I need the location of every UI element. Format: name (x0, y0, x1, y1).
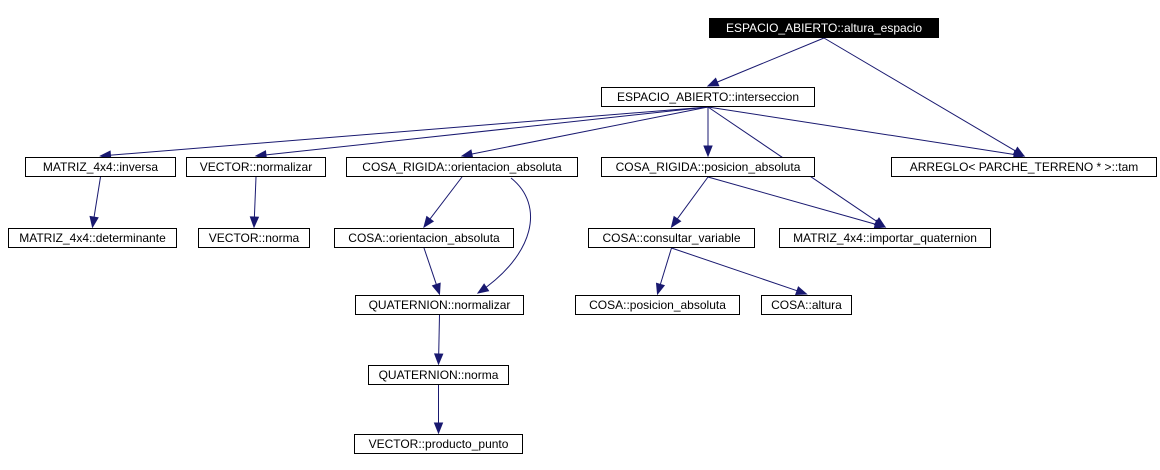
edge-matriz-inversa-to-matriz-determinante (89, 176, 101, 229)
edge-cosa-consultar-to-cosa-altura (671, 247, 808, 296)
arrowhead (431, 282, 441, 296)
edge-root-to-arreglo-tam (823, 37, 1026, 157)
node-root[interactable]: ESPACIO_ABIERTO::altura_espacio (709, 18, 939, 38)
edge-interseccion-to-cr-posicion (703, 107, 713, 158)
edge-vector-normalizar-to-vector-norma (249, 176, 260, 229)
edge-cr-orientacion-to-quat-normalizar (476, 177, 532, 294)
node-vector-producto[interactable]: VECTOR::producto_punto (354, 434, 523, 454)
node-cosa-posicion[interactable]: COSA::posicion_absoluta (575, 295, 740, 315)
arrowhead (873, 219, 887, 229)
arrowhead (476, 283, 490, 294)
edge-cr-orientacion-to-cosa-orientacion (423, 176, 463, 229)
node-quat-normalizar[interactable]: QUATERNION::normalizar (355, 295, 524, 315)
arrowhead (703, 145, 713, 158)
edge-cr-posicion-to-matriz-importar (707, 176, 887, 229)
edge-quat-norma-to-vector-producto (433, 385, 444, 435)
edge-quat-normalizar-to-quat-norma (433, 314, 444, 366)
node-cosa-orientacion[interactable]: COSA::orientacion_absoluta (334, 228, 514, 248)
edge-interseccion-to-matriz-inversa (99, 106, 709, 160)
edge-cosa-orientacion-to-quat-normalizar (423, 247, 441, 296)
node-cosa-consultar[interactable]: COSA::consultar_variable (588, 228, 755, 248)
node-matriz-inversa[interactable]: MATRIZ_4x4::inversa (25, 157, 176, 177)
edge-root-to-interseccion (706, 37, 825, 87)
edge-interseccion-to-cr-orientacion (460, 106, 709, 159)
arrowhead (795, 286, 808, 296)
arrowhead (460, 149, 474, 159)
arrowhead (706, 77, 720, 87)
edge-interseccion-to-vector-normalizar (254, 106, 709, 160)
arrowhead (670, 215, 682, 229)
edge-interseccion-to-arreglo-tam (707, 106, 1026, 160)
node-arreglo-tam[interactable]: ARREGLO< PARCHE_TERRENO * >::tam (891, 157, 1157, 177)
arrowhead (655, 282, 666, 296)
node-cosa-altura[interactable]: COSA::altura (761, 295, 852, 315)
node-vector-norma[interactable]: VECTOR::norma (198, 228, 310, 248)
arrowhead (433, 353, 444, 366)
arrowhead (423, 215, 435, 229)
node-matriz-importar[interactable]: MATRIZ_4x4::importar_quaternion (779, 228, 991, 248)
node-matriz-determinante[interactable]: MATRIZ_4x4::determinante (8, 228, 177, 248)
node-cr-posicion[interactable]: COSA_RIGIDA::posicion_absoluta (601, 157, 815, 177)
edge-cosa-consultar-to-cosa-posicion (655, 247, 672, 296)
arrowhead (89, 215, 99, 229)
node-quat-norma[interactable]: QUATERNION::norma (368, 365, 509, 385)
node-vector-normalizar[interactable]: VECTOR::normalizar (186, 157, 326, 177)
arrowhead (433, 422, 444, 435)
edge-cr-posicion-to-cosa-consultar (670, 176, 709, 229)
arrowhead (249, 216, 260, 229)
node-cr-orientacion[interactable]: COSA_RIGIDA::orientacion_absoluta (346, 157, 578, 177)
node-interseccion[interactable]: ESPACIO_ABIERTO::interseccion (601, 87, 815, 107)
